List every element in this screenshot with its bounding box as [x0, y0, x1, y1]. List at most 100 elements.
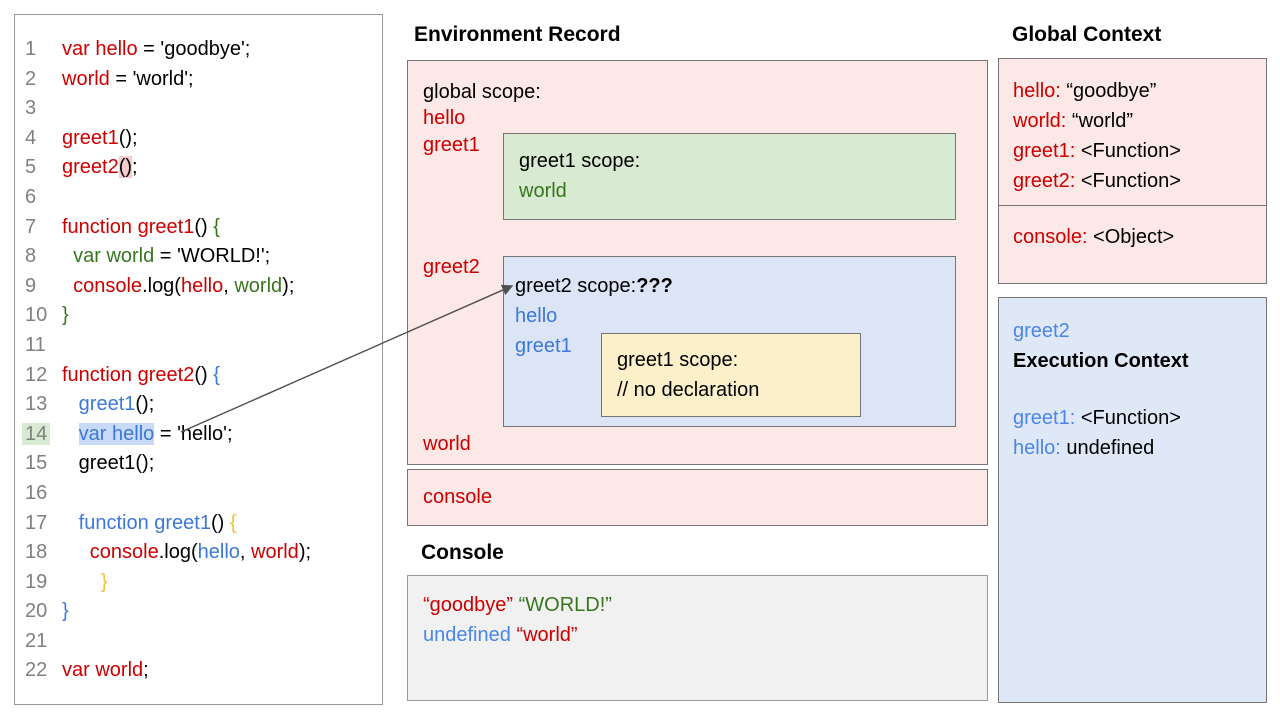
- token: greet1 scope:: [519, 150, 641, 172]
- global-context-variables: hello: “goodbye”world: “world”greet1: <F…: [999, 59, 1266, 206]
- code-line-18: 18 console.log(hello, world);: [15, 538, 382, 568]
- greet1-scope-line: world: [519, 176, 940, 206]
- token: (): [194, 363, 214, 386]
- execution-context-box: greet2 Execution Context greet1: <Functi…: [998, 297, 1267, 703]
- code-text: greet1();: [62, 124, 138, 154]
- execution-context-heading: Execution Context: [1013, 350, 1189, 372]
- console-output-line: “goodbye” “WORLD!”: [423, 590, 972, 620]
- token: hello:: [1013, 437, 1061, 459]
- global-scope-var-greet2: greet2: [423, 254, 480, 280]
- global-context-entry: greet2: <Function>: [1013, 166, 1252, 196]
- token: }: [100, 570, 108, 593]
- token: <Object>: [1087, 226, 1175, 248]
- token: ();: [118, 126, 138, 149]
- code-text: function greet1() {: [62, 213, 220, 243]
- token: world:: [1013, 110, 1067, 132]
- token: console:: [1013, 226, 1088, 248]
- line-number: 2: [25, 67, 37, 90]
- token: {: [213, 215, 220, 238]
- code-text: function greet1() {: [62, 509, 237, 539]
- token: “goodbye”: [1060, 80, 1157, 102]
- token: ;: [143, 659, 149, 682]
- code-line-13: 13 greet1();: [15, 390, 382, 420]
- token: ???: [636, 275, 673, 297]
- line-number: 5: [25, 156, 37, 179]
- line-number: 1: [25, 38, 37, 60]
- token: world: [234, 274, 283, 297]
- code-text: console.log(hello, world);: [62, 272, 294, 302]
- line-number: 10: [25, 304, 48, 327]
- token: {: [229, 511, 237, 534]
- token: ,: [223, 274, 235, 297]
- line-number: 15: [25, 452, 48, 475]
- token: world: [62, 67, 110, 90]
- greet2-scope-line: greet2 scope:???: [515, 271, 944, 301]
- line-number: 21: [25, 629, 48, 652]
- global-context-entry: console: <Object>: [1013, 222, 1252, 252]
- token: {: [213, 363, 220, 386]
- line-number: 18: [25, 541, 48, 564]
- line-number: 22: [25, 659, 48, 682]
- token: greet1:: [1013, 407, 1076, 429]
- token: (): [194, 215, 214, 238]
- global-scope-box: global scope: hello greet1 greet2 world …: [407, 60, 988, 465]
- token: greet2 scope:: [515, 275, 637, 297]
- token: function greet1: [62, 215, 195, 238]
- token: hello: [180, 274, 224, 297]
- nested-greet1-scope-line: greet1 scope:: [617, 345, 845, 375]
- token: var hello: [62, 38, 138, 60]
- token: hello: [423, 107, 466, 129]
- code-line-6: 6: [15, 183, 382, 213]
- token: <Function>: [1075, 170, 1181, 192]
- line-number: 14: [22, 420, 62, 450]
- greet2-scope-line: hello: [515, 301, 944, 331]
- token: greet2: [423, 256, 480, 278]
- line-number: 6: [25, 185, 37, 208]
- code-line-10: 10}: [15, 301, 382, 331]
- token: world: [251, 541, 299, 564]
- token: var world: [62, 245, 155, 268]
- line-number: 9: [25, 274, 37, 297]
- line-number: 11: [25, 333, 46, 356]
- code-text: var world = 'WORLD!';: [62, 242, 270, 272]
- token: greet1();: [62, 452, 155, 475]
- code-line-17: 17 function greet1() {: [15, 509, 382, 539]
- token: greet1: [62, 126, 119, 149]
- token: console: [62, 541, 159, 564]
- line-number: 19: [25, 570, 48, 593]
- code-text: }: [62, 301, 69, 331]
- code-text: world = 'world';: [62, 65, 194, 95]
- token: hello: [515, 305, 558, 327]
- token: greet1 scope:: [617, 349, 739, 371]
- token: hello:: [1013, 80, 1061, 102]
- global-context-entry: hello: “goodbye”: [1013, 76, 1252, 106]
- token: (): [118, 156, 133, 179]
- line-number: 16: [25, 481, 48, 504]
- token: greet1: [62, 393, 136, 416]
- token: greet2:: [1013, 170, 1076, 192]
- code-text: console.log(hello, world);: [62, 538, 311, 568]
- token: greet1:: [1013, 140, 1076, 162]
- greet1-scope-box: greet1 scope: world: [503, 133, 956, 220]
- nested-greet1-scope-box: greet1 scope:// no declaration: [601, 333, 861, 417]
- token: “world”: [516, 624, 578, 646]
- code-text: var hello = 'goodbye';: [62, 35, 250, 65]
- token: function greet1: [62, 511, 211, 534]
- token: greet1: [423, 134, 480, 156]
- token: “goodbye”: [423, 594, 514, 616]
- console-record-box: console: [407, 469, 988, 526]
- line-number: 8: [25, 245, 37, 268]
- token: );: [282, 274, 295, 297]
- token: undefined: [1060, 437, 1155, 459]
- line-number: 3: [25, 97, 37, 120]
- execution-context-fn-label: greet2: [1013, 316, 1252, 346]
- token: global scope:: [423, 81, 541, 103]
- global-scope-var-hello: hello: [423, 105, 465, 131]
- line-number: 12: [25, 363, 48, 386]
